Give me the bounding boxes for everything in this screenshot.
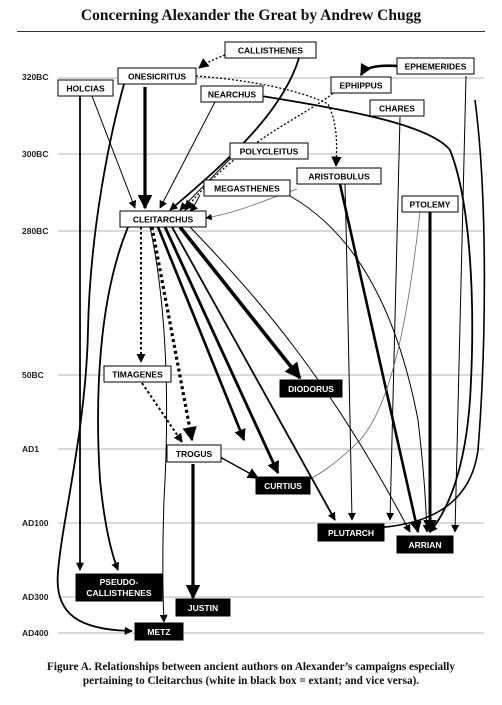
arrow-cleitarchus-pseudocallisthenes <box>97 226 129 571</box>
node-cleitarchus-label: CLEITARCHUS <box>133 215 194 225</box>
node-timagenes-label: TIMAGENES <box>112 370 163 380</box>
node-timagenes: TIMAGENES <box>103 365 172 383</box>
era-label-ad100: AD100 <box>22 518 49 528</box>
era-label-280bc: 280BC <box>22 226 48 236</box>
node-polycleitus: POLYCLEITUS <box>229 142 309 160</box>
node-ephemerides: EPHEMERIDES <box>396 57 475 75</box>
node-callisthenes: CALLISTHENES <box>224 41 317 59</box>
arrow-aristobulus-arrian <box>338 183 422 534</box>
arrow-ephemerides-ephippus <box>359 62 399 77</box>
node-ptolemy: PTOLEMY <box>401 195 459 213</box>
node-metz: METZ <box>134 622 184 641</box>
arrow-nearchus-cleitarchus <box>159 99 217 209</box>
arrow-cleitarchus-curtius <box>163 226 280 475</box>
node-holcias-label: HOLCIAS <box>66 84 105 94</box>
arrow-onesicritus-aristobulus <box>195 75 342 168</box>
node-pseudo-callisthenes-label-1: PSEUDO- <box>100 577 139 587</box>
arrow-cleitarchus-justin <box>156 226 246 442</box>
node-ephippus: EPHIPPUS <box>330 76 392 94</box>
node-nearchus: NEARCHUS <box>200 85 264 103</box>
node-holcias: HOLCIAS <box>57 79 114 97</box>
caption-line-2: pertaining to Cleitarchus (white in blac… <box>82 675 420 687</box>
arrow-timagenes-trogus <box>141 382 183 443</box>
node-onesicritus: ONESICRITUS <box>117 67 197 85</box>
node-trogus: TROGUS <box>166 444 222 463</box>
node-ephippus-label: EPHIPPUS <box>340 81 383 91</box>
arrow-cleitarchus-trogus <box>150 226 197 442</box>
node-diodorus: DIODORUS <box>279 379 343 398</box>
arrow-onesicritus-metz <box>56 83 133 635</box>
era-label-ad1: AD1 <box>22 444 39 454</box>
nodes: CALLISTHENES EPHEMERIDES HOLCIAS ONESICR… <box>57 41 475 641</box>
arrow-megasthenes-cleitarchus <box>189 194 201 212</box>
arrow-cleitarchus-arrian <box>189 226 411 533</box>
node-ptolemy-label: PTOLEMY <box>410 200 451 210</box>
node-trogus-label: TROGUS <box>176 449 213 459</box>
node-ephemerides-label: EPHEMERIDES <box>405 62 467 72</box>
node-plutarch-label: PLUTARCH <box>328 528 374 538</box>
node-cleitarchus: CLEITARCHUS <box>119 210 207 228</box>
node-pseudo-callisthenes-label-2: CALLISTHENES <box>86 588 152 598</box>
node-aristobulus: ARISTOBULUS <box>296 167 382 185</box>
figure-caption: Figure A. Relationships between ancient … <box>30 660 472 688</box>
node-onesicritus-label: ONESICRITUS <box>128 72 186 82</box>
arrow-aristobulus-plutarch <box>344 183 356 521</box>
node-chares-label: CHARES <box>379 104 415 114</box>
node-pseudo-callisthenes: PSEUDO- CALLISTHENES <box>75 573 163 602</box>
node-arrian: ARRIAN <box>396 535 454 554</box>
page-title: Concerning Alexander the Great by Andrew… <box>80 7 422 24</box>
arrow-cleitarchus-metz <box>149 226 168 623</box>
node-metz-label: METZ <box>147 627 170 637</box>
node-nearchus-label: NEARCHUS <box>208 90 257 100</box>
arrow-ephemerides-arrian <box>451 75 467 533</box>
arrow-arrian-plutarch <box>371 99 486 532</box>
arrow-chares-plutarch <box>386 116 401 521</box>
era-label-50bc: 50BC <box>22 370 44 380</box>
arrow-cleitarchus-diodorus <box>178 225 302 380</box>
node-aristobulus-label: ARISTOBULUS <box>308 172 370 182</box>
era-label-300bc: 300BC <box>22 149 48 159</box>
arrow-megasthenes-arrian <box>289 195 431 533</box>
arrow-ptolemy-curtius <box>301 211 421 484</box>
caption-line-1: Figure A. Relationships between ancient … <box>47 661 455 673</box>
node-curtius: CURTIUS <box>255 476 311 495</box>
node-justin-label: JUSTIN <box>188 603 218 613</box>
arrow-nearchus-arrian <box>254 94 474 533</box>
node-chares: CHARES <box>369 99 425 117</box>
arrow-callisthenes-cleitarchus <box>169 57 300 211</box>
era-label-ad300: AD300 <box>22 592 49 602</box>
arrow-holcias-cleitarchus <box>91 95 137 209</box>
era-labels: 320BC 300BC 280BC 50BC AD1 AD100 AD300 A… <box>22 72 49 638</box>
node-justin: JUSTIN <box>175 598 231 617</box>
arrow-callisthenes-onesicritus <box>198 54 226 69</box>
node-plutarch: PLUTARCH <box>317 523 385 542</box>
node-callisthenes-label: CALLISTHENES <box>238 46 304 56</box>
node-polycleitus-label: POLYCLEITUS <box>240 147 299 157</box>
node-diodorus-label: DIODORUS <box>288 384 334 394</box>
arrows <box>56 54 486 635</box>
title-divider <box>17 31 485 32</box>
node-curtius-label: CURTIUS <box>264 481 302 491</box>
node-megasthenes: MEGASTHENES <box>203 179 291 197</box>
era-label-ad400: AD400 <box>22 628 49 638</box>
node-arrian-label: ARRIAN <box>408 540 441 550</box>
node-megasthenes-label: MEGASTHENES <box>214 184 280 194</box>
arrow-cleitarchus-plutarch <box>171 226 336 521</box>
arrow-trogus-curtius <box>219 456 259 479</box>
era-label-320bc: 320BC <box>22 72 48 82</box>
